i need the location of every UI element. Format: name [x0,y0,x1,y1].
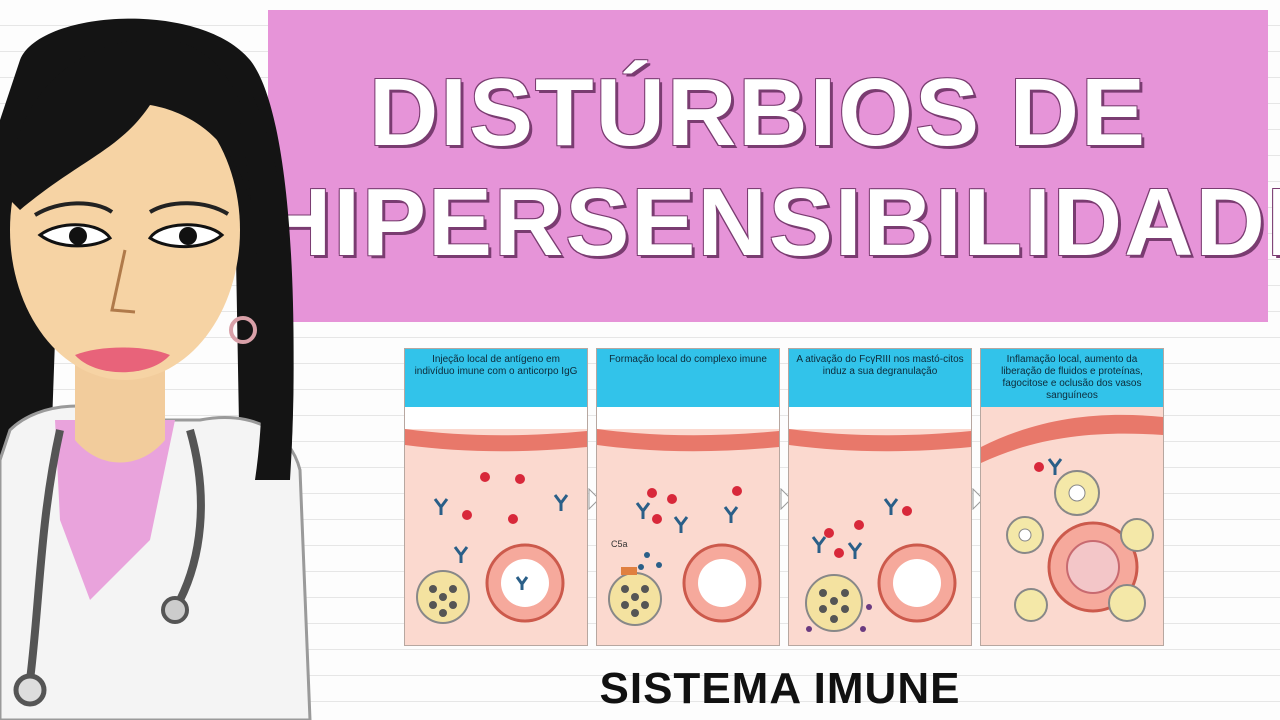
diagram-panel-3: A ativação do FcγRIII nos mastó-citos in… [788,348,972,646]
panel-2-illustration: C5a [597,407,779,626]
hypersensitivity-diagram: Injeção local de antígeno em indivíduo i… [404,348,1164,646]
arrow-2-icon [780,488,792,510]
c5a-label: C5a [611,539,628,549]
arrow-1-icon [588,488,600,510]
panel-3-caption-box: A ativação do FcγRIII nos mastó-citos in… [789,349,971,407]
title-line-1: DISTÚRBIOS DE [368,59,1148,166]
panel-3-caption: A ativação do FcγRIII nos mastó-citos in… [796,354,964,377]
panel-2-caption-box: Formação local do complexo imune [597,349,779,407]
panel-4-illustration [981,414,1163,622]
panel-1-caption-box: Injeção local de antígeno em indivíduo i… [405,349,587,407]
title-banner: DISTÚRBIOS DE HIPERSENSIBILIDADE [262,10,1280,322]
diagram-panel-4: Inflamação local, aumento da liberação d… [980,348,1164,646]
doctor-cartoon-illustration [0,18,312,720]
title-line-2: HIPERSENSIBILIDADE [262,169,1280,276]
arrow-3-icon [972,488,984,510]
diagram-panel-2: Formação local do complexo imune C5a [596,348,780,646]
panel-1-caption: Injeção local de antígeno em indivíduo i… [414,354,578,377]
series-footer: SISTEMA IMUNE [599,664,961,713]
diagram-panel-1: Injeção local de antígeno em indivíduo i… [404,348,588,646]
panel-1-illustration [405,407,587,624]
panel-3-illustration [789,407,971,632]
panel-4-caption: Inflamação local, aumento da liberação d… [1001,354,1143,401]
panel-4-caption-box: Inflamação local, aumento da liberação d… [981,349,1163,407]
panel-2-caption: Formação local do complexo imune [609,354,767,365]
